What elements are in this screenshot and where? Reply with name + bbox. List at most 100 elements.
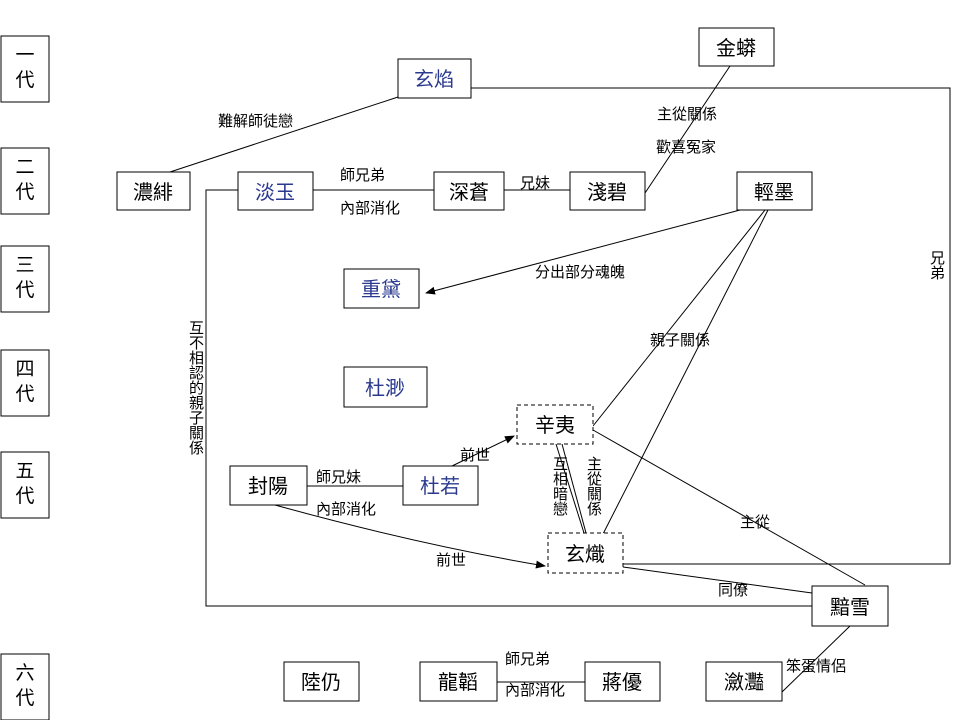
label-shixiongdi-1: 師兄弟 bbox=[340, 166, 385, 184]
node-label: 淡玉 bbox=[255, 180, 295, 204]
edge-xuanyan-xuanzhi bbox=[471, 87, 951, 565]
node-xinyi[interactable]: 辛夷 bbox=[516, 404, 594, 445]
generation-number: 一 bbox=[15, 44, 34, 66]
node-label: 瀲灩 bbox=[724, 670, 764, 694]
label-nanjie: 難解師徒戀 bbox=[218, 112, 293, 130]
generation-box bbox=[0, 451, 50, 519]
node-qianbi[interactable]: 淺碧 bbox=[569, 171, 646, 211]
edge-qingmo-xinyi bbox=[592, 209, 766, 427]
node-label: 杜渺 bbox=[365, 376, 405, 400]
label-zhucong-vertical: 主從關係 bbox=[585, 456, 603, 517]
node-label: 黯雪 bbox=[830, 595, 870, 619]
edge-duruo-xinyi bbox=[451, 435, 515, 467]
node-duruo[interactable]: 杜若 bbox=[402, 465, 479, 506]
character-nodes: 玄焰 金蟒 濃緋 淡玉 深蒼 淺碧 輕墨 重黛 bbox=[116, 27, 889, 702]
node-dumiao[interactable]: 杜渺 bbox=[343, 366, 428, 408]
node-box bbox=[237, 171, 314, 211]
node-anxue[interactable]: 黯雪 bbox=[811, 585, 889, 627]
node-danyu[interactable]: 淡玉 bbox=[237, 171, 314, 211]
generation-suffix: 代 bbox=[15, 69, 34, 91]
node-chongdai[interactable]: 重黛 bbox=[343, 268, 420, 309]
label-huanxi-yuanjia: 歡喜冤家 bbox=[656, 138, 716, 156]
edge-labels: 難解師徒戀 主從關係 歡喜冤家 師兄弟 內部消化 兄妹 分出部分魂魄 兄弟 親子… bbox=[187, 105, 946, 699]
label-shixiongdi-2: 師兄弟 bbox=[505, 650, 550, 668]
label-qianshi-1: 前世 bbox=[460, 446, 490, 464]
node-box bbox=[343, 268, 420, 309]
node-box bbox=[283, 661, 360, 702]
node-shencang[interactable]: 深蒼 bbox=[433, 171, 505, 211]
node-xuanzhi[interactable]: 玄熾 bbox=[547, 532, 624, 574]
edge-nongfei-xuanyan bbox=[169, 96, 399, 173]
label-zhucong-guanxi: 主從關係 bbox=[657, 105, 717, 123]
generation-4: 四 代 bbox=[0, 349, 50, 417]
node-nongfei[interactable]: 濃緋 bbox=[116, 171, 191, 211]
edge-anxue-liandian bbox=[781, 625, 851, 693]
node-box bbox=[569, 171, 646, 211]
node-xuanyan[interactable]: 玄焰 bbox=[397, 58, 472, 99]
node-label: 辛夷 bbox=[535, 413, 575, 437]
node-box bbox=[419, 661, 498, 702]
node-box bbox=[811, 585, 889, 627]
node-box bbox=[705, 661, 783, 702]
generation-box bbox=[0, 35, 50, 103]
node-box bbox=[229, 465, 308, 506]
generation-2: 二 代 bbox=[0, 147, 50, 215]
generation-5: 五 代 bbox=[0, 451, 50, 519]
node-label: 封陽 bbox=[248, 474, 288, 498]
node-label: 蔣優 bbox=[602, 670, 642, 694]
node-box bbox=[736, 171, 813, 211]
generation-number: 五 bbox=[15, 460, 34, 482]
generation-suffix: 代 bbox=[15, 485, 34, 507]
label-qianshi-2: 前世 bbox=[436, 551, 466, 569]
edge-xinyi-anxue bbox=[592, 429, 866, 586]
node-box bbox=[402, 465, 479, 506]
node-box bbox=[433, 171, 505, 211]
edge-qianbi-jinmang bbox=[644, 65, 731, 194]
label-hubu: 互不相認的親子關係 bbox=[187, 320, 205, 456]
label-xiangxiang-anlian: 互相暗戀 bbox=[551, 456, 569, 516]
node-box bbox=[116, 171, 191, 211]
generation-box bbox=[0, 349, 50, 417]
label-zhucong-short: 主從 bbox=[740, 513, 770, 531]
node-label: 濃緋 bbox=[133, 180, 173, 204]
edge-xinyi-xuanzhi-a bbox=[555, 443, 585, 534]
label-neibu-2: 內部消化 bbox=[316, 500, 376, 518]
edge-xuanzhi-anxue bbox=[622, 566, 813, 594]
generation-box bbox=[0, 147, 50, 215]
node-jiangyou[interactable]: 蔣優 bbox=[584, 661, 661, 702]
node-box bbox=[547, 532, 624, 574]
label-tongliao: 同僚 bbox=[718, 581, 748, 599]
label-fenchu: 分出部分魂魄 bbox=[535, 263, 625, 281]
label-xiongmei: 兄妹 bbox=[520, 174, 550, 192]
node-box bbox=[397, 58, 472, 99]
generation-box bbox=[0, 245, 50, 313]
edge-xinyi-xuanzhi-b bbox=[561, 443, 587, 534]
node-label: 龍韜 bbox=[438, 670, 478, 694]
edge-qingmo-xuanzhi bbox=[602, 209, 769, 535]
node-label: 陸仍 bbox=[301, 670, 341, 694]
generation-suffix: 代 bbox=[15, 687, 34, 709]
node-longtao[interactable]: 龍韜 bbox=[419, 661, 498, 702]
label-neibu-3: 內部消化 bbox=[505, 681, 565, 699]
generation-suffix: 代 bbox=[15, 181, 34, 203]
node-label: 重黛 bbox=[361, 277, 401, 301]
node-lureng[interactable]: 陸仍 bbox=[283, 661, 360, 702]
node-box bbox=[516, 404, 594, 445]
generation-suffix: 代 bbox=[15, 279, 34, 301]
node-label: 玄焰 bbox=[414, 67, 454, 91]
node-fengyang[interactable]: 封陽 bbox=[229, 465, 308, 506]
node-liandian[interactable]: 瀲灩 bbox=[705, 661, 783, 702]
node-qingmo[interactable]: 輕墨 bbox=[736, 171, 813, 211]
node-jinmang[interactable]: 金蟒 bbox=[698, 27, 775, 67]
generation-number: 四 bbox=[15, 358, 34, 380]
generation-number: 六 bbox=[15, 662, 34, 684]
generation-number: 二 bbox=[15, 156, 34, 178]
edge-qingmo-chongdai bbox=[425, 209, 741, 295]
node-box bbox=[343, 366, 428, 408]
label-qinzi: 親子關係 bbox=[650, 331, 710, 349]
node-label: 杜若 bbox=[420, 474, 460, 498]
node-label: 玄熾 bbox=[565, 542, 605, 566]
label-shixiongmei: 師兄妹 bbox=[316, 468, 361, 486]
generation-1: 一 代 bbox=[0, 35, 50, 103]
